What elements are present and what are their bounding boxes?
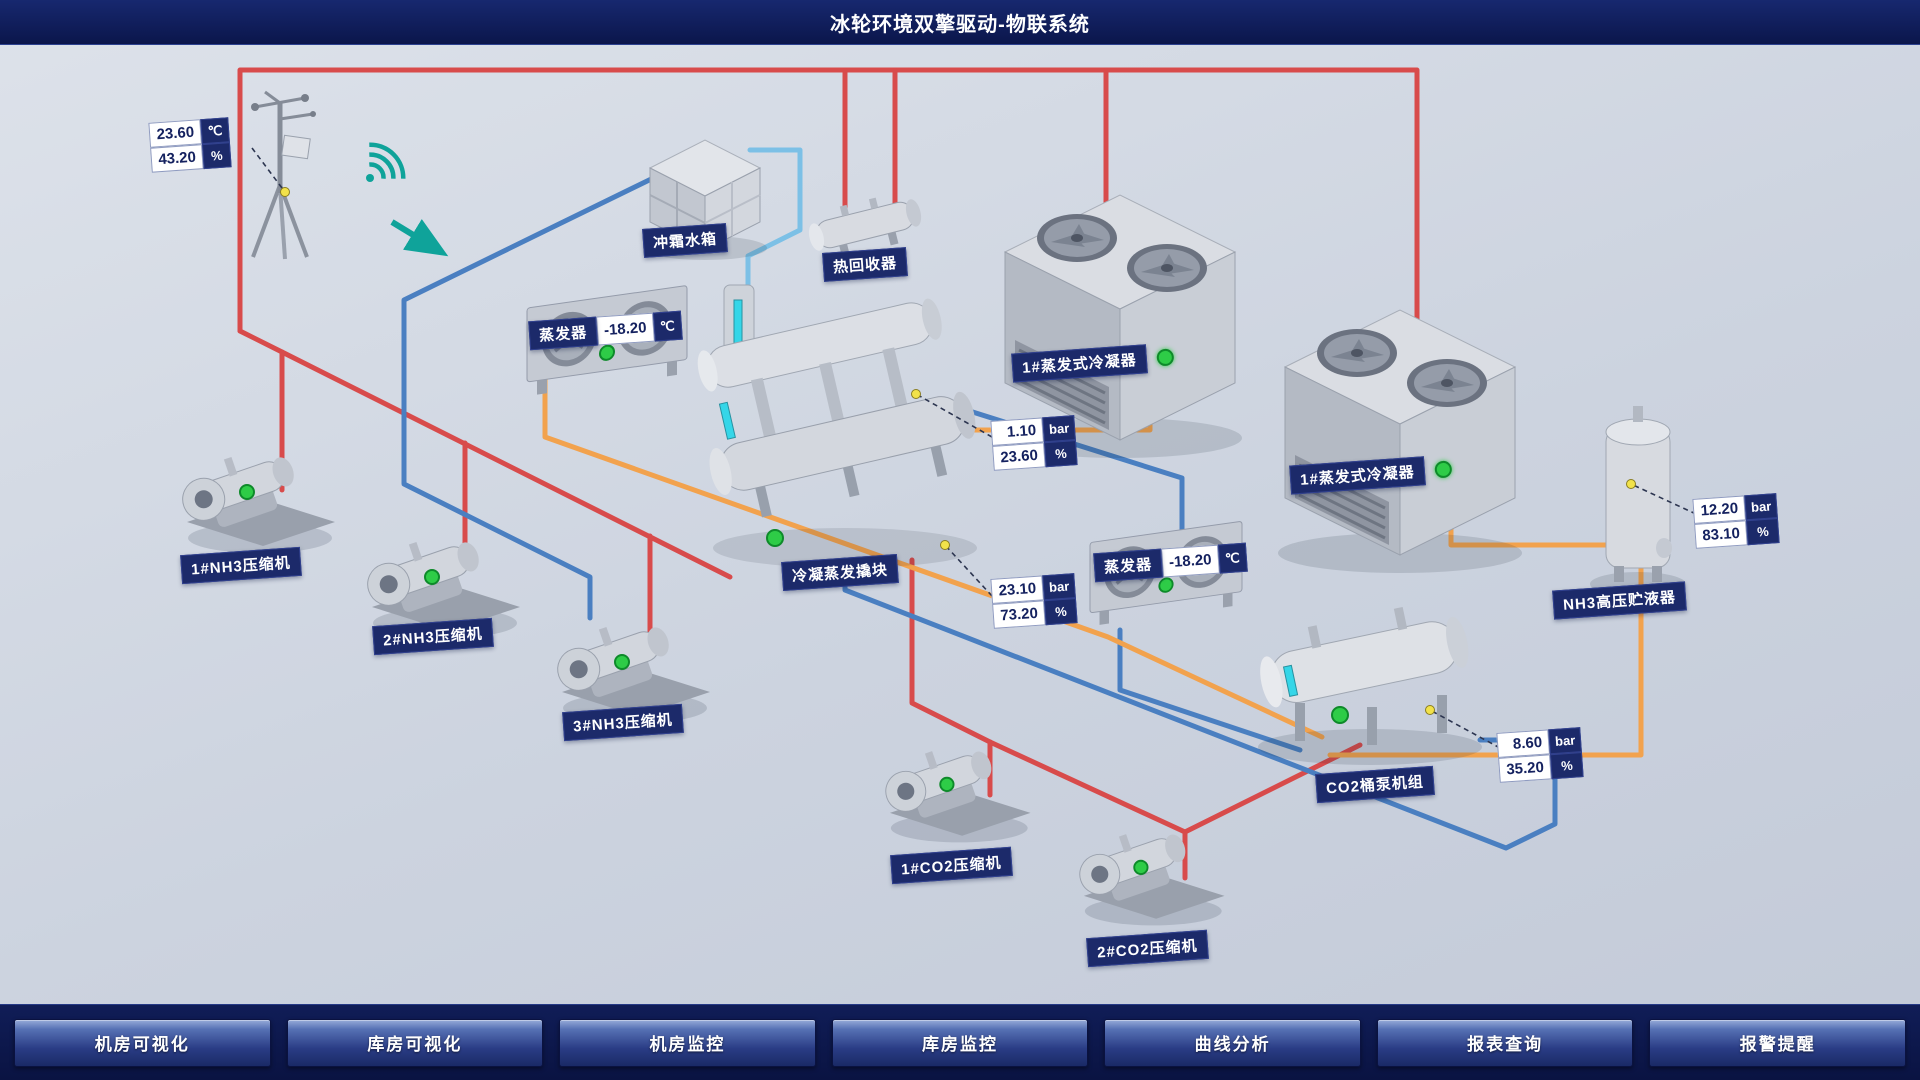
evaporator-left-temp-unit: ℃ xyxy=(652,310,683,342)
pressure-unit: bar xyxy=(1042,573,1077,601)
evaporator-right-label: 蒸发器 xyxy=(1093,548,1164,583)
weather-station[interactable] xyxy=(251,92,316,259)
nh3-receiver[interactable] xyxy=(1589,405,1687,597)
heat-recovery-label: 热回收器 xyxy=(822,247,908,282)
app-header: 冰轮环境双擎驱动-物联系统 xyxy=(0,0,1920,45)
pressure-value: 12.20 xyxy=(1692,495,1746,524)
level-value: 23.60 xyxy=(992,442,1046,471)
level-unit: % xyxy=(1549,752,1584,780)
level-value: 73.20 xyxy=(992,600,1046,629)
evaporator-left-label: 蒸发器 xyxy=(528,316,599,351)
defrost-tank-label: 冲霜水箱 xyxy=(642,223,728,258)
condenser-2-status-dot xyxy=(1433,460,1453,479)
nh3-compressor-3[interactable] xyxy=(547,608,711,724)
evaporator-right-temp-unit: ℃ xyxy=(1217,542,1248,574)
weather-reading-badge: 23.60℃ 43.20% xyxy=(148,117,232,173)
nav-report-query[interactable]: 报表查询 xyxy=(1376,1018,1634,1067)
temperature-value: 23.60 xyxy=(148,119,202,148)
data-flow-arrow-icon xyxy=(390,219,449,257)
pipe-co2-to-skid xyxy=(909,557,993,745)
nav-curve-analysis[interactable]: 曲线分析 xyxy=(1104,1018,1361,1067)
pressure-unit: bar xyxy=(1042,415,1077,443)
pressure-value: 23.10 xyxy=(990,575,1044,604)
pressure-unit: bar xyxy=(1548,727,1583,755)
nav-machine-room-monitoring[interactable]: 机房监控 xyxy=(559,1018,816,1067)
pressure-value: 1.10 xyxy=(990,417,1044,446)
measurement-leaders xyxy=(251,147,1697,749)
evaporative-condenser-2[interactable] xyxy=(1278,310,1522,573)
nav-alarm-alert[interactable]: 报警提醒 xyxy=(1649,1018,1907,1067)
page-title: 冰轮环境双擎驱动-物联系统 xyxy=(830,13,1090,36)
pressure-value: 8.60 xyxy=(1496,729,1550,758)
level-unit: % xyxy=(1043,440,1078,468)
nav-warehouse-visualization[interactable]: 库房可视化 xyxy=(286,1018,544,1067)
wifi-icon xyxy=(366,142,406,182)
condenser-1-status-dot xyxy=(1155,348,1175,367)
nh3-compressor-1[interactable] xyxy=(172,438,336,554)
temperature-unit: ℃ xyxy=(200,117,230,145)
condensing-evaporation-skid[interactable] xyxy=(682,284,988,569)
level-unit: % xyxy=(1745,518,1780,546)
co2-pump-unit[interactable] xyxy=(1251,594,1483,766)
pipe-co2-header xyxy=(987,739,1188,835)
evaporator-left-temp: -18.20 xyxy=(596,312,655,346)
level-value: 83.10 xyxy=(1694,520,1748,549)
humidity-value: 43.20 xyxy=(150,144,204,173)
pipe-suction-co2-unit xyxy=(1117,627,1303,753)
pressure-unit: bar xyxy=(1744,493,1779,521)
nav-warehouse-monitoring[interactable]: 库房监控 xyxy=(831,1018,1089,1067)
nav-machine-room-visualization[interactable]: 机房可视化 xyxy=(14,1018,271,1067)
evaporator-right-temp: -18.20 xyxy=(1161,544,1220,578)
co2-compressor-2[interactable] xyxy=(1070,816,1226,927)
humidity-unit: % xyxy=(201,142,232,170)
level-value: 35.20 xyxy=(1498,754,1552,783)
bottom-nav: 机房可视化 库房可视化 机房监控 库房监控 曲线分析 报表查询 报警提醒 xyxy=(0,1004,1920,1080)
pipe-water-defrost xyxy=(745,147,803,313)
level-unit: % xyxy=(1043,598,1078,626)
pipe-suction-left xyxy=(401,162,683,621)
pipe-hot-gas-trunk xyxy=(237,67,1420,334)
